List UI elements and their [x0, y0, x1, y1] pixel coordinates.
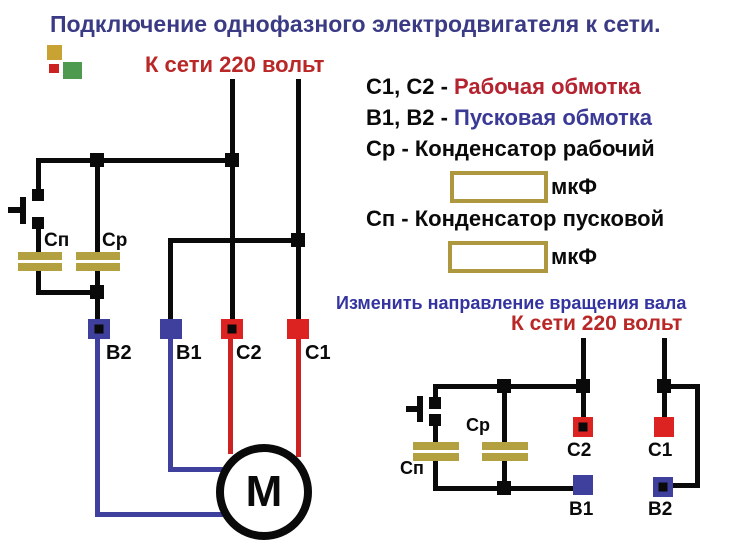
rev-terminal-label-c1: С1 [648, 440, 673, 461]
terminal-c1 [287, 319, 309, 339]
legend-working-name: Рабочая обмотка [454, 74, 641, 99]
terminal-mark [227, 324, 237, 334]
wire-switch-upper [36, 158, 41, 192]
rev-run-capacitor-label: Ср [466, 415, 490, 435]
wire-b2-to-motor-h [95, 512, 225, 517]
start-capacitance-input[interactable] [448, 241, 548, 273]
terminal-mark [658, 482, 668, 492]
rev-switch-contact-top [429, 397, 441, 409]
rev-switch-actuator-bar [417, 396, 423, 422]
wire-run-cap-upper [95, 161, 100, 253]
rev-terminal-label-c2: С2 [567, 440, 592, 461]
run-capacitor-plate-top [76, 252, 120, 260]
wire-start-cap-lower [36, 271, 41, 295]
motor-label: М [245, 467, 283, 516]
legend-working-terminals: С1, С2 - [366, 74, 455, 99]
terminal-b1 [160, 319, 182, 339]
legend-starting-terminals: В1, В2 - [366, 105, 455, 130]
wire-b1-to-motor-v [168, 339, 173, 472]
rev-run-cap-plate-top [482, 442, 528, 450]
wire-b2-stub [95, 293, 100, 320]
reverse-section-heading: Изменить направление вращения вала [336, 293, 687, 313]
mains-label-main: К сети 220 вольт [145, 52, 325, 77]
run-capacitance-unit: мкФ [551, 174, 598, 199]
junction-dot [497, 379, 511, 393]
wire-mains-c1 [296, 79, 301, 320]
rev-terminal-c2 [573, 417, 593, 437]
rev-run-cap-plate-bottom [482, 453, 528, 461]
rev-start-capacitor-label: Сп [400, 458, 424, 478]
junction-dot [497, 481, 511, 495]
mains-label-reverse: К сети 220 вольт [511, 312, 683, 335]
rev-switch-actuator-stem [406, 406, 420, 412]
bullet-green-icon [63, 62, 82, 79]
page-title: Подключение однофазного электродвигателя… [50, 11, 661, 37]
wire-mains-c2 [230, 79, 235, 320]
rev-terminal-label-b1: В1 [569, 499, 594, 520]
rev-terminal-b1 [573, 475, 593, 495]
wire-rev-switch-upper [433, 387, 438, 400]
switch-actuator-stem [8, 207, 24, 213]
legend-working-winding: С1, С2 - Рабочая обмотка [366, 74, 641, 100]
wire-switch-lower [36, 228, 41, 254]
junction-dot [657, 379, 671, 393]
wire-top-branch-h [36, 158, 235, 163]
wire-rev-mains-c1 [662, 338, 667, 418]
wire-rev-loop-bottom [673, 483, 700, 488]
junction-dot [225, 153, 239, 167]
wire-cap-join-h [36, 290, 100, 295]
wire-b1-branch-v [168, 241, 173, 320]
bullet-yellow-icon [47, 45, 62, 60]
run-capacitor-label: Ср [102, 230, 128, 251]
wire-rev-switch-lower [433, 424, 438, 443]
junction-dot [90, 285, 104, 299]
wire-run-cap-lower [95, 271, 100, 293]
terminal-mark [578, 422, 588, 432]
bullet-red-icon [49, 64, 59, 73]
wire-b1-branch-h [168, 238, 301, 243]
terminal-b2 [88, 319, 110, 339]
rev-start-cap-plate-top [413, 442, 459, 450]
run-capacitance-input[interactable] [450, 171, 548, 203]
terminal-label-c1: С1 [305, 342, 331, 364]
rev-start-cap-plate-bottom [413, 453, 459, 461]
wire-b1-to-motor-h [168, 467, 230, 472]
wire-b2-to-motor-v [95, 339, 100, 517]
terminal-label-c2: С2 [236, 342, 262, 364]
wire-rev-start-cap-lower [433, 461, 438, 489]
switch-contact-bottom [32, 217, 44, 229]
wire-rev-loop-v [695, 384, 700, 488]
start-capacitor-plate-top [18, 252, 62, 260]
wire-c2-to-motor [228, 339, 233, 454]
start-capacitor-plate-bottom [18, 263, 62, 271]
legend-run-capacitor: Ср - Конденсатор рабочий [366, 136, 655, 161]
wire-rev-loop-top [662, 384, 700, 389]
wire-rev-run-cap-lower [502, 461, 507, 489]
motor-symbol: М [216, 444, 312, 540]
wire-rev-run-cap-upper [502, 387, 507, 443]
legend-starting-winding: В1, В2 - Пусковая обмотка [366, 105, 652, 131]
rev-terminal-label-b2: В2 [648, 499, 673, 520]
rev-terminal-c1 [654, 417, 674, 437]
start-capacitor-label: Сп [44, 230, 70, 251]
wire-c1-to-motor [296, 339, 301, 457]
junction-dot [291, 233, 305, 247]
rev-switch-contact-bottom [429, 414, 441, 426]
terminal-mark [94, 324, 104, 334]
junction-dot [576, 379, 590, 393]
junction-dot [90, 153, 104, 167]
terminal-label-b2: В2 [106, 342, 132, 364]
legend-start-capacitor: Сп - Конденсатор пусковой [366, 206, 665, 231]
legend-starting-name: Пусковая обмотка [454, 105, 652, 130]
rev-terminal-b2 [653, 477, 673, 497]
terminal-label-b1: В1 [176, 342, 202, 364]
terminal-c2 [221, 319, 243, 339]
run-capacitor-plate-bottom [76, 263, 120, 271]
wire-rev-mains-c2 [581, 338, 586, 418]
switch-contact-top [32, 189, 44, 201]
start-capacitance-unit: мкФ [551, 244, 598, 269]
